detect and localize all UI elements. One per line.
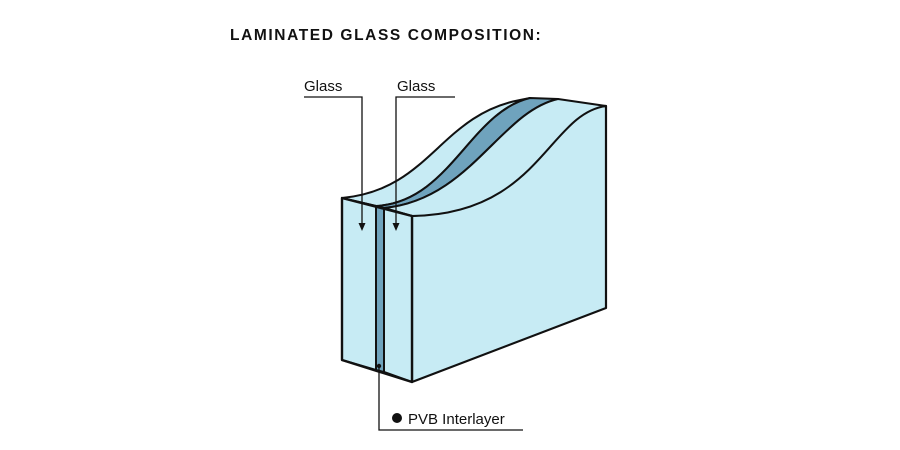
- glass-left-label: Glass: [304, 78, 342, 95]
- glass-left-leader: [304, 96, 363, 224]
- interlayer-leader-dot: [376, 363, 382, 369]
- diagram-title: LAMINATED GLASS COMPOSITION:: [230, 27, 543, 44]
- glass-right-label: Glass: [397, 78, 435, 95]
- interlayer-leader: [378, 366, 523, 431]
- interlayer-bullet-icon: [392, 413, 402, 423]
- glass-right-leader: [395, 96, 455, 224]
- interlayer-label: PVB Interlayer: [408, 411, 505, 428]
- glass-right-arrowhead: [392, 223, 400, 231]
- glass-front-right: [383, 207, 413, 383]
- interlayer-front: [375, 205, 385, 373]
- glass-left-arrowhead: [358, 223, 366, 231]
- glass-top-right-sheet: [383, 98, 607, 217]
- block-outline: [340, 196, 414, 384]
